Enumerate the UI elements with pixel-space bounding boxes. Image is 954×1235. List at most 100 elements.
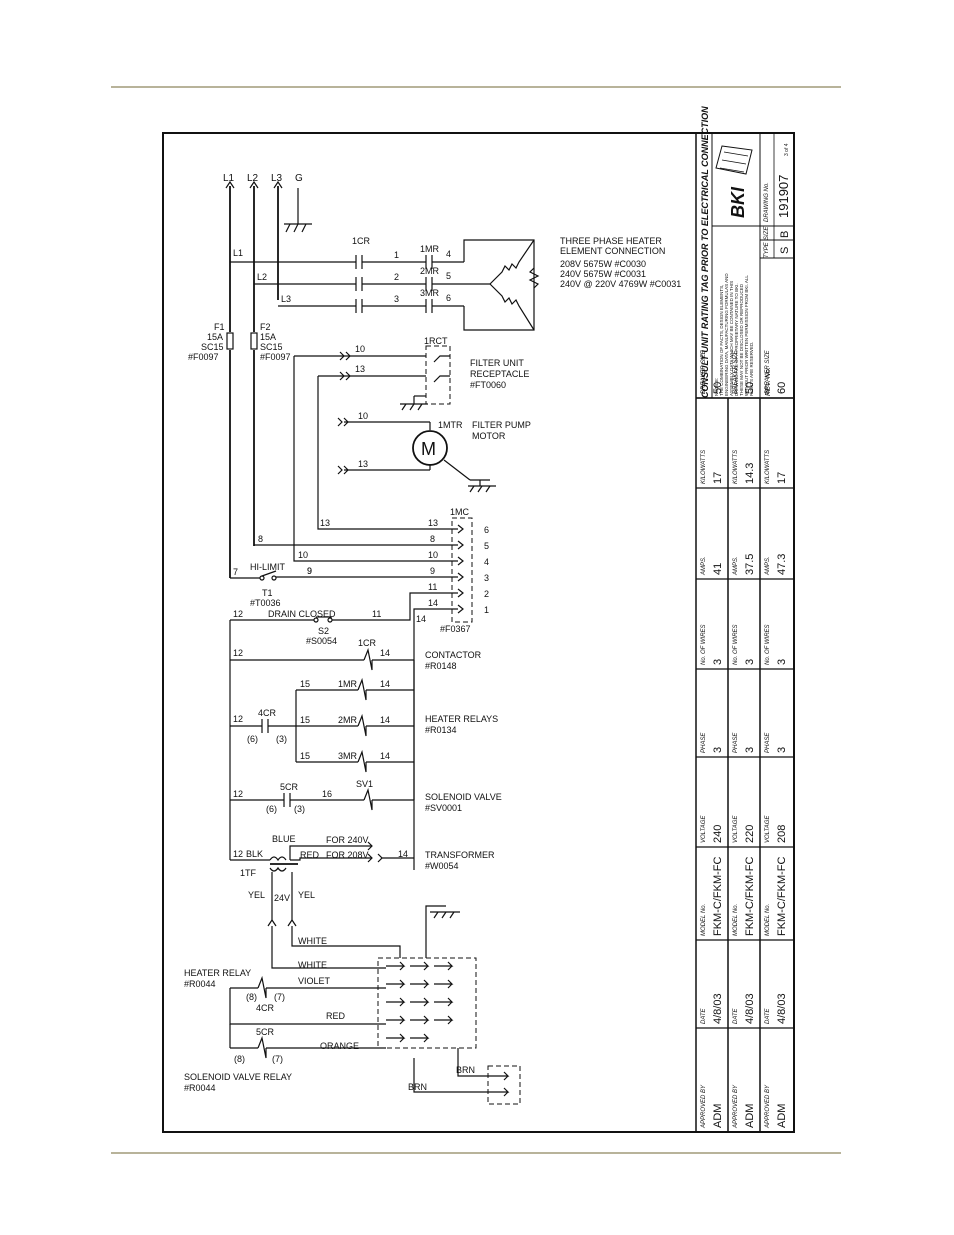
rating-cell: 17 xyxy=(712,472,724,484)
svg-text:2MR: 2MR xyxy=(338,715,358,725)
svg-text:RECEPTACLE: RECEPTACLE xyxy=(470,369,529,379)
fuse-f1 xyxy=(226,332,234,350)
rating-cell: 3 xyxy=(776,747,788,753)
svg-text:#F0367: #F0367 xyxy=(440,624,471,634)
svg-text:11: 11 xyxy=(428,582,437,592)
rating-cell: 3 xyxy=(712,659,724,665)
filter-receptacle xyxy=(425,345,451,405)
rating-header: AMPS. xyxy=(765,556,771,576)
rating-cell: 4/8/03 xyxy=(712,993,724,1024)
svg-text:#R0044: #R0044 xyxy=(184,979,216,989)
svg-text:15: 15 xyxy=(300,751,310,761)
rating-header: VOLTAGE xyxy=(701,815,707,843)
svg-text:13: 13 xyxy=(428,518,438,528)
rating-cell: 4/8/03 xyxy=(776,993,788,1024)
connector-1mc: 1MC #F0367 6 5 4 3 2 1 13 13 8 8 10 10 9… xyxy=(253,356,489,870)
header-rule xyxy=(111,86,841,88)
solenoid-valve-label: SOLENOID VALVE xyxy=(425,792,502,802)
svg-text:12: 12 xyxy=(233,789,243,799)
svg-text:(8): (8) xyxy=(246,992,257,1002)
heater-title: THREE PHASE HEATER xyxy=(560,236,662,246)
svg-text:7: 7 xyxy=(233,567,238,577)
rating-header: KILOWATTS xyxy=(765,450,771,484)
rating-cell: FKM-C/FKM-FC xyxy=(712,857,724,936)
rating-header: DATE xyxy=(701,1007,707,1024)
rating-cell: 3 xyxy=(744,747,756,753)
svg-text:2: 2 xyxy=(484,589,489,599)
svg-text:1CR: 1CR xyxy=(358,638,377,648)
svg-text:5: 5 xyxy=(446,271,451,281)
line-l1-label: L1 xyxy=(223,173,235,184)
svg-text:10: 10 xyxy=(428,550,438,560)
contactor-1cr-label: 1CR xyxy=(352,236,371,246)
line-l2-label: L2 xyxy=(247,173,259,184)
low-voltage-circuit: WHITE WHITE VIOLET HEATER RELAY #R0044 (… xyxy=(184,905,521,1105)
svg-text:RED: RED xyxy=(326,1011,346,1021)
title-block: CONSULT UNIT RATING TAG PRIOR TO ELECTRI… xyxy=(695,106,794,1132)
drain-closed-label: DRAIN CLOSED xyxy=(268,609,336,619)
rev-label: REV. No. xyxy=(765,367,772,396)
svg-text:4: 4 xyxy=(484,557,489,567)
rating-header: PHASE xyxy=(733,732,739,753)
relay-1mr-label: 1MR xyxy=(420,244,440,254)
svg-text:1: 1 xyxy=(394,250,399,260)
svg-text:12: 12 xyxy=(233,648,243,658)
rating-cell: 240 xyxy=(712,825,724,843)
fuse-f2 xyxy=(250,332,258,350)
svg-text:3MR: 3MR xyxy=(338,751,358,761)
svg-text:1MR: 1MR xyxy=(338,679,358,689)
rating-header: VOLTAGE xyxy=(765,815,771,843)
svg-text:4: 4 xyxy=(446,249,451,259)
sheet-number: 3 of 4 xyxy=(784,143,790,156)
rating-header: AMPS. xyxy=(701,556,707,576)
svg-text:14: 14 xyxy=(416,614,426,624)
heater-relays-label: HEATER RELAYS xyxy=(425,714,498,724)
rating-header: No. OF WIRES xyxy=(765,624,771,665)
control-ladder: 12 DRAIN CLOSED S2 #S0054 11 12 1CR 14 C… xyxy=(229,609,502,927)
svg-text:(8): (8) xyxy=(234,1054,245,1064)
svg-text:5CR: 5CR xyxy=(280,782,299,792)
svg-text:ENGINEERING DATA, MANUFACTURIN: ENGINEERING DATA, MANUFACTURING FORMULAS… xyxy=(724,273,729,396)
transformer-label: TRANSFORMER xyxy=(425,850,495,860)
rating-header: BREAKER SIZE xyxy=(701,349,707,394)
svg-text:WHITE: WHITE xyxy=(298,960,327,970)
svg-text:15A: 15A xyxy=(207,332,223,342)
rating-cell: 41 xyxy=(712,563,724,575)
svg-text:#S0054: #S0054 xyxy=(306,636,337,646)
rating-cell: 47.3 xyxy=(776,554,788,575)
svg-text:5: 5 xyxy=(484,541,489,551)
ground-label: G xyxy=(295,173,303,184)
svg-text:(7): (7) xyxy=(272,1054,283,1064)
svg-text:(6): (6) xyxy=(266,804,277,814)
rating-header: VOLTAGE xyxy=(733,815,739,843)
solenoid-valve-relay-label: SOLENOID VALVE RELAY xyxy=(184,1072,292,1082)
filter-pump-label: FILTER PUMP xyxy=(472,420,531,430)
svg-text:ASSEMBLY DATA WHICH MAY BE CON: ASSEMBLY DATA WHICH MAY BE CONTAINED IN … xyxy=(729,281,734,396)
svg-text:#F0097: #F0097 xyxy=(260,352,291,362)
svg-text:4CR: 4CR xyxy=(256,1003,275,1013)
svg-text:4CR: 4CR xyxy=(258,708,277,718)
svg-text:240V @ 220V 4769W #C0031: 240V @ 220V 4769W #C0031 xyxy=(560,279,681,289)
svg-text:ORANGE: ORANGE xyxy=(320,1041,359,1051)
svg-text:L2: L2 xyxy=(257,272,267,282)
footer-rule xyxy=(111,1152,841,1154)
svg-text:#R0148: #R0148 xyxy=(425,661,457,671)
rating-header: DATE xyxy=(733,1007,739,1024)
svg-text:1RCT: 1RCT xyxy=(424,336,448,346)
rating-cell: ADM xyxy=(744,1104,756,1128)
svg-text:SIZE: SIZE xyxy=(764,226,770,240)
rating-cell: 3 xyxy=(712,747,724,753)
svg-text:FOR 240V: FOR 240V xyxy=(326,835,369,845)
rating-header: DATE xyxy=(765,1007,771,1024)
relay-3mr-label: 3MR xyxy=(420,288,440,298)
filter-receptacle-label: FILTER UNIT xyxy=(470,358,524,368)
svg-text:#W0054: #W0054 xyxy=(425,861,459,871)
svg-text:RIGHTS ARE RESERVED.: RIGHTS ARE RESERVED. xyxy=(749,342,754,396)
rating-cell: FKM-C/FKM-FC xyxy=(776,857,788,936)
svg-text:MOTOR: MOTOR xyxy=(472,431,506,441)
svg-text:10: 10 xyxy=(298,550,308,560)
rating-cell: 3 xyxy=(776,659,788,665)
hi-limit: 7 HI-LIMIT T1 #T0036 9 xyxy=(230,562,312,608)
svg-text:VIOLET: VIOLET xyxy=(298,976,331,986)
